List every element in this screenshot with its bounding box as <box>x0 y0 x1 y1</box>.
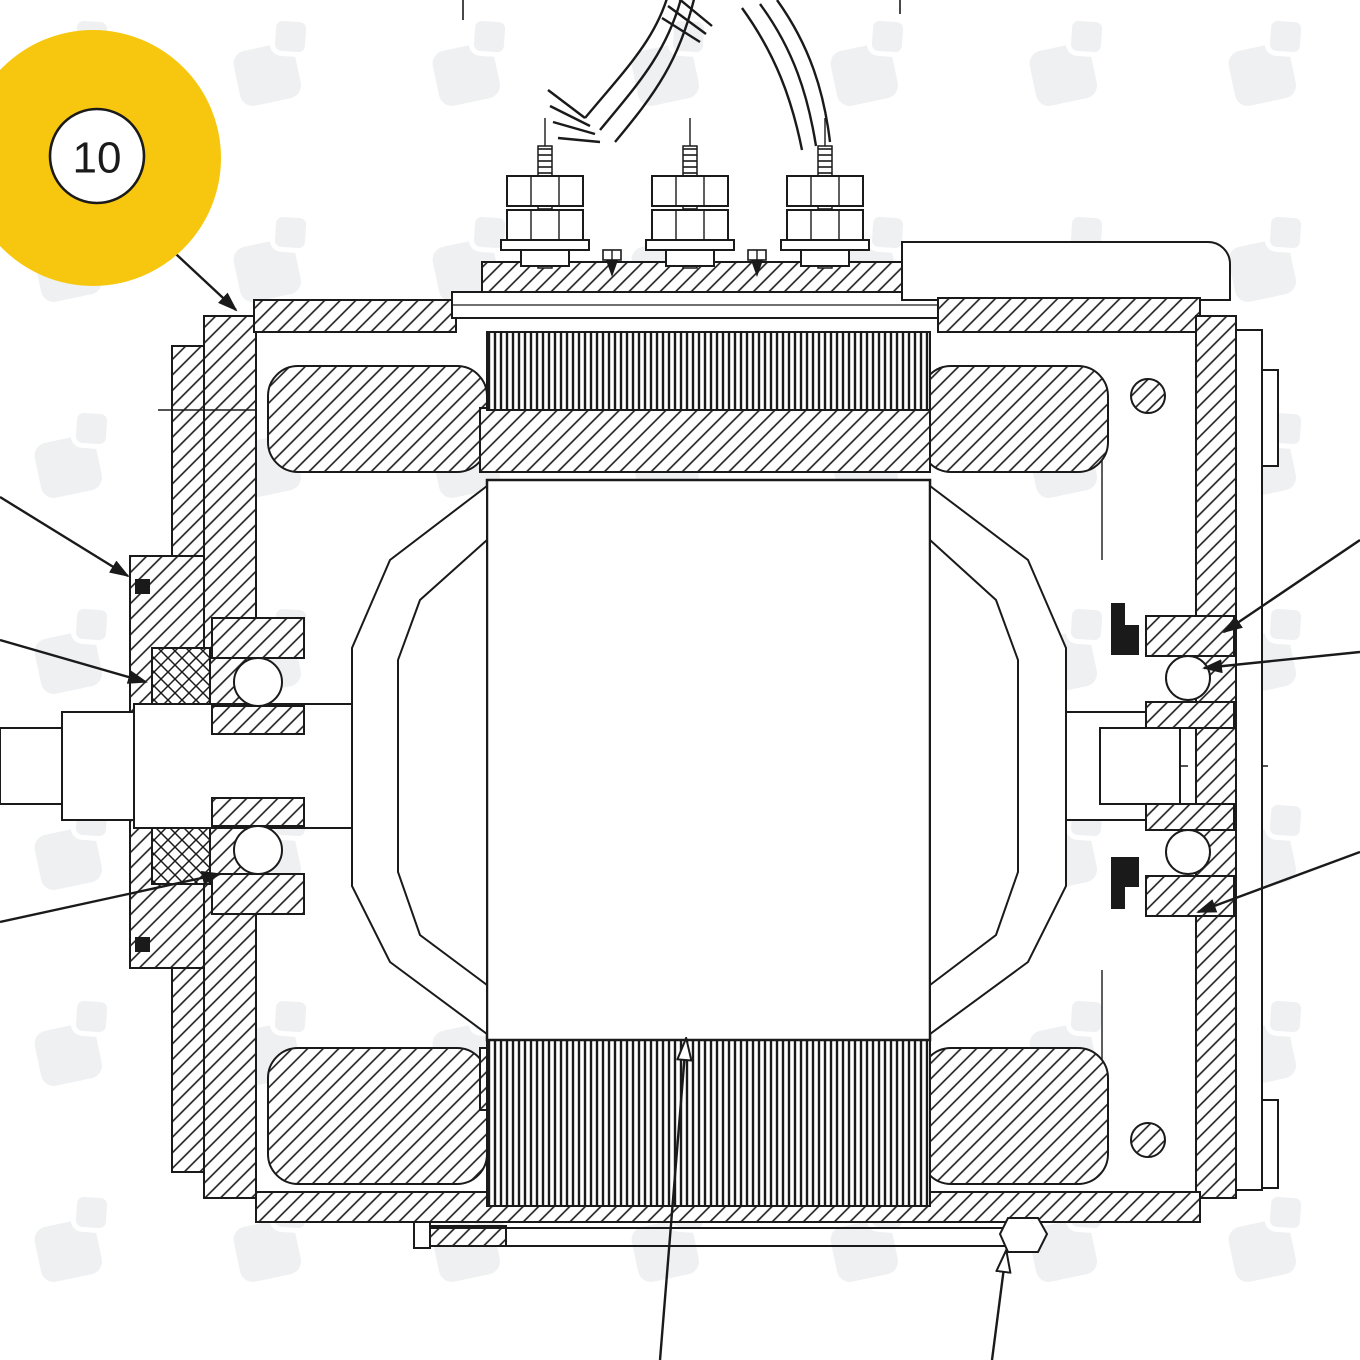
through-bolt-section-top <box>1130 378 1166 414</box>
left-bearing-outer-race-bottom <box>211 873 305 915</box>
annotation-arrow-right-1 <box>1222 539 1360 634</box>
annotation-arrow-bottom-rotor <box>658 1040 686 1360</box>
callout-label: 10 <box>73 134 122 183</box>
annotation-arrow-left-1 <box>0 495 130 578</box>
wire-b1 <box>741 7 804 151</box>
right-bracket-bottom <box>1261 1099 1279 1189</box>
rotor-end-right <box>929 483 1067 1036</box>
right-bearing-assembly <box>1111 603 1235 917</box>
callout-ring <box>48 107 146 205</box>
right-end-bell-wall <box>1195 315 1237 1199</box>
right-bearing-ball-bottom <box>1165 829 1211 875</box>
stator-winding-bottom <box>486 1039 931 1207</box>
wire-strand-b1 <box>661 16 701 44</box>
wire-b2 <box>759 3 818 147</box>
wire-strand-a3 <box>552 120 596 136</box>
rotor-core <box>485 478 932 1042</box>
annotation-arrows <box>0 495 1360 1360</box>
left-end-bell-step-bottom <box>171 965 205 1173</box>
lead-wires <box>547 0 832 151</box>
stator-core-top <box>479 407 931 473</box>
right-bearing-inner-race-bottom <box>1145 803 1235 831</box>
annotation-arrow-left-2 <box>0 638 148 684</box>
right-end-cap <box>1235 329 1263 1191</box>
bottom-bolt <box>998 1217 1049 1253</box>
rotor-end-left <box>351 483 488 1036</box>
right-bearing-retainer-top <box>1111 603 1139 655</box>
left-shaft-seal-bottom <box>151 827 211 885</box>
rotor-end-right-detail <box>929 539 1019 986</box>
stator-end-winding-top-right <box>920 365 1109 473</box>
shaft-step <box>61 711 135 821</box>
right-bearing-retainer-bottom <box>1111 857 1139 909</box>
wire-strand-b2 <box>667 5 707 35</box>
stator-winding-top <box>486 331 931 411</box>
wire-strand-a1 <box>547 89 586 119</box>
stator-end-winding-bottom-right <box>920 1047 1109 1185</box>
wire-strand-a4 <box>557 136 601 144</box>
wire-b3 <box>776 0 832 143</box>
right-bearing-outer-race-bottom <box>1145 875 1235 917</box>
left-bearing-ball-top <box>233 657 283 707</box>
housing-top-right <box>937 297 1201 333</box>
tie-rod-end-cap <box>413 1221 431 1249</box>
left-bearing-assembly <box>151 617 305 915</box>
right-bracket-top <box>1261 369 1279 467</box>
housing-top-left <box>253 299 457 333</box>
left-bearing-ball-bottom <box>233 825 283 875</box>
rotor-end-left-detail <box>397 539 488 986</box>
right-bearing-inner-race-top <box>1145 701 1235 729</box>
left-end-bell-step-top <box>171 345 205 559</box>
housing-top-right-cover <box>901 241 1231 301</box>
seal-plug-bottom <box>135 937 150 952</box>
right-bearing-outer-race-top <box>1145 615 1235 657</box>
left-shaft-seal-top <box>151 647 211 705</box>
seal-plug-top <box>135 579 150 594</box>
through-bolt-section-bottom <box>1130 1122 1166 1158</box>
right-shaft-hub <box>1099 727 1181 805</box>
wire-strand-a2 <box>549 104 591 128</box>
annotation-arrow-left-3 <box>0 870 222 924</box>
annotation-arrow-right-3 <box>1196 850 1360 914</box>
wire-strand-b3 <box>678 0 713 27</box>
left-bearing-outer-race-top <box>211 617 305 659</box>
wire-a3 <box>614 0 695 143</box>
stator-end-winding-top-left <box>267 365 488 473</box>
annotation-arrow-bottom-bolt <box>990 1252 1006 1360</box>
annotation-arrow-right-2 <box>1202 650 1360 674</box>
stator-end-winding-bottom-left <box>267 1047 488 1185</box>
callout-10: 10 <box>0 30 238 312</box>
right-bearing-ball-top <box>1165 655 1211 701</box>
wire-a1 <box>584 0 668 119</box>
shaft-end <box>0 727 63 805</box>
left-bearing-inner-race-bottom <box>211 797 305 827</box>
left-bearing-inner-race-top <box>211 705 305 735</box>
